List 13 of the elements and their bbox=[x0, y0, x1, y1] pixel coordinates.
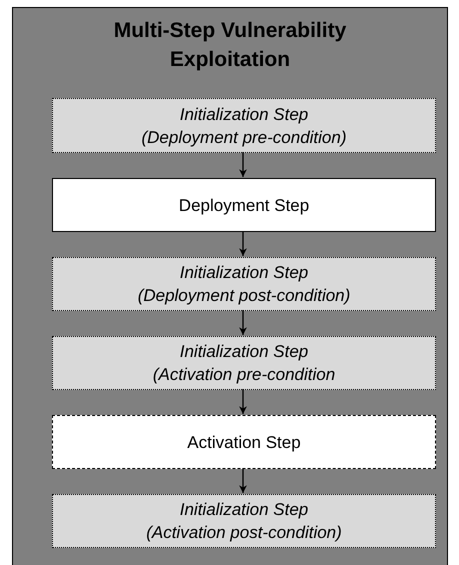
initialization-step-box: Initialization Step (Activation pre-condition bbox=[52, 336, 436, 390]
initialization-step-box: Initialization Step (Deployment post-condition) bbox=[52, 257, 436, 311]
initialization-step-box: Initialization Step (Deployment pre-condition) bbox=[52, 98, 436, 153]
panel-title: Multi-Step Vulnerability Exploitation bbox=[112, 18, 348, 73]
step-box: Deployment Step bbox=[52, 178, 436, 232]
arrow bbox=[239, 310, 247, 335]
arrow bbox=[239, 152, 247, 177]
group-panel bbox=[12, 7, 448, 565]
arrow bbox=[239, 231, 247, 256]
arrow bbox=[239, 468, 247, 493]
step-box: Activation Step bbox=[52, 415, 436, 469]
arrow bbox=[239, 389, 247, 414]
initialization-step-box: Initialization Step (Activation post-condition) bbox=[52, 494, 436, 548]
